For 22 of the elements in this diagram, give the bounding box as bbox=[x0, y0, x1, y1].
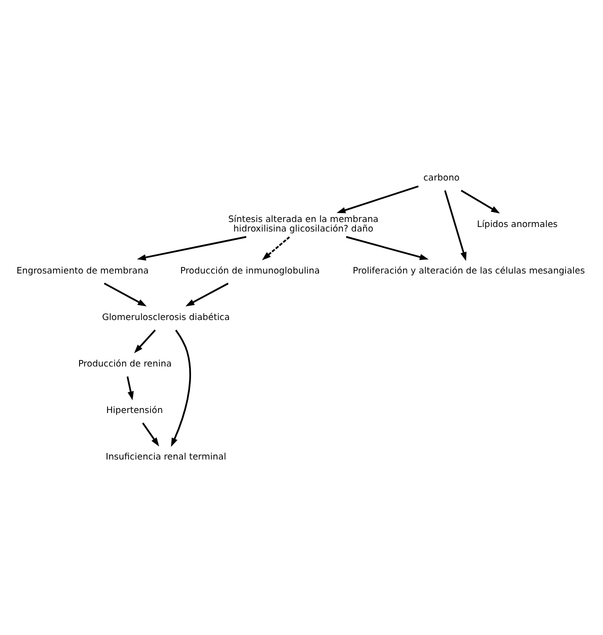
arrow bbox=[126, 376, 134, 400]
arrow bbox=[336, 185, 419, 214]
node-text: Hipertensión bbox=[106, 406, 163, 416]
node-text: Producción de inmunoglobulina bbox=[180, 266, 320, 276]
arrow bbox=[185, 282, 229, 306]
arrow bbox=[460, 190, 500, 214]
node-text: carbono bbox=[423, 173, 460, 184]
node-text: Engrosamiento de membrana bbox=[16, 266, 149, 276]
arrow bbox=[142, 422, 160, 446]
node-text: Síntesis alterada en la membrana hidroxilisina glicosilación? daño bbox=[228, 215, 378, 235]
arrow bbox=[444, 190, 466, 262]
arrow bbox=[346, 236, 429, 260]
arrow bbox=[104, 282, 147, 306]
arrow bbox=[262, 236, 290, 260]
node-text: Glomerulosclerosis diabética bbox=[102, 312, 230, 323]
node-text: Proliferación y alteración de las células mesangiales bbox=[352, 266, 585, 276]
arrow bbox=[170, 330, 191, 447]
arrow bbox=[136, 236, 246, 260]
node-text: Producción de renina bbox=[78, 359, 172, 370]
arrow bbox=[134, 329, 156, 354]
node-text: Lípidos anormales bbox=[477, 220, 558, 230]
node-text: Insuficiencia renal terminal bbox=[106, 452, 226, 462]
